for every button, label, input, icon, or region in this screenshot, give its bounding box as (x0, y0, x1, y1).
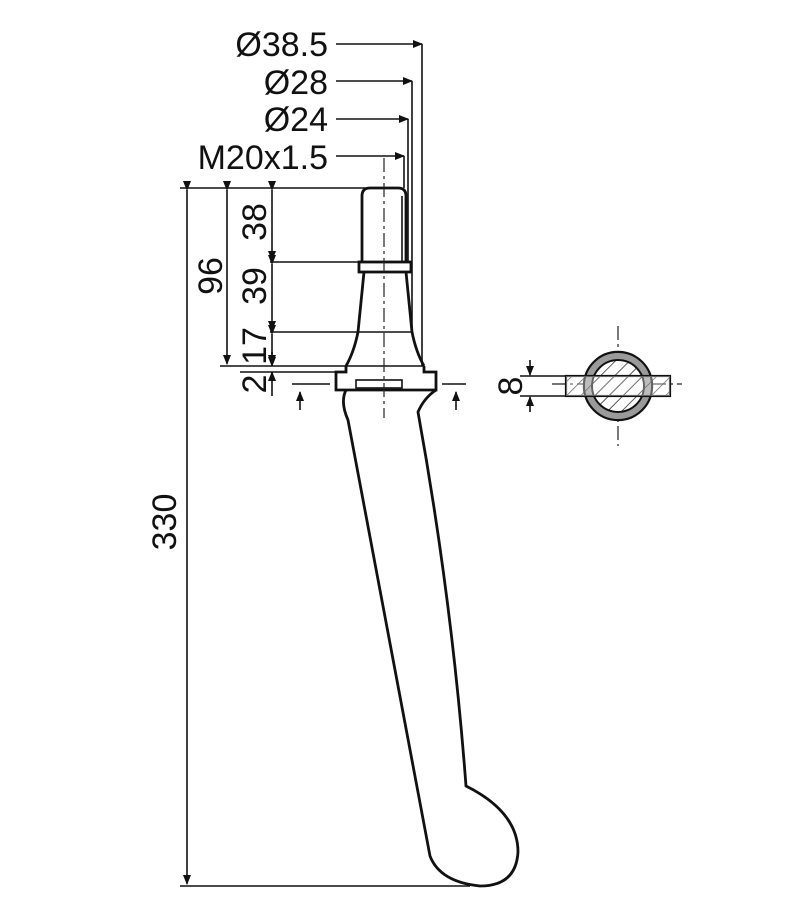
dim-group-height: 96 (192, 257, 230, 295)
callout-thread-size: M20x1.5 (198, 139, 328, 177)
section-key-bar (564, 374, 672, 398)
dim-taper-height: 17 (236, 327, 274, 365)
tine-part (334, 186, 520, 888)
dim-stud-height: 38 (236, 203, 274, 241)
callout-diameter-38-5: Ø38.5 (235, 26, 328, 64)
threaded-stud (360, 186, 408, 262)
section-cut-markers (292, 383, 466, 410)
callout-diameter-28: Ø28 (264, 64, 328, 102)
dim-flange-height: 2 (236, 375, 274, 394)
height-dimensions: 330 96 38 39 17 2 (146, 181, 470, 887)
collar (357, 260, 413, 274)
curved-blade (342, 388, 520, 888)
section-view: 8 (492, 326, 682, 446)
callout-diameter-24: Ø24 (264, 101, 328, 139)
flange-slot (355, 379, 403, 389)
dim-neck-height: 39 (236, 267, 274, 305)
diameter-callouts: Ø38.5 Ø28 Ø24 M20x1.5 (198, 26, 423, 366)
flange (334, 366, 438, 392)
dim-section-thickness: 8 (492, 377, 530, 396)
dim-total-height: 330 (146, 494, 184, 551)
